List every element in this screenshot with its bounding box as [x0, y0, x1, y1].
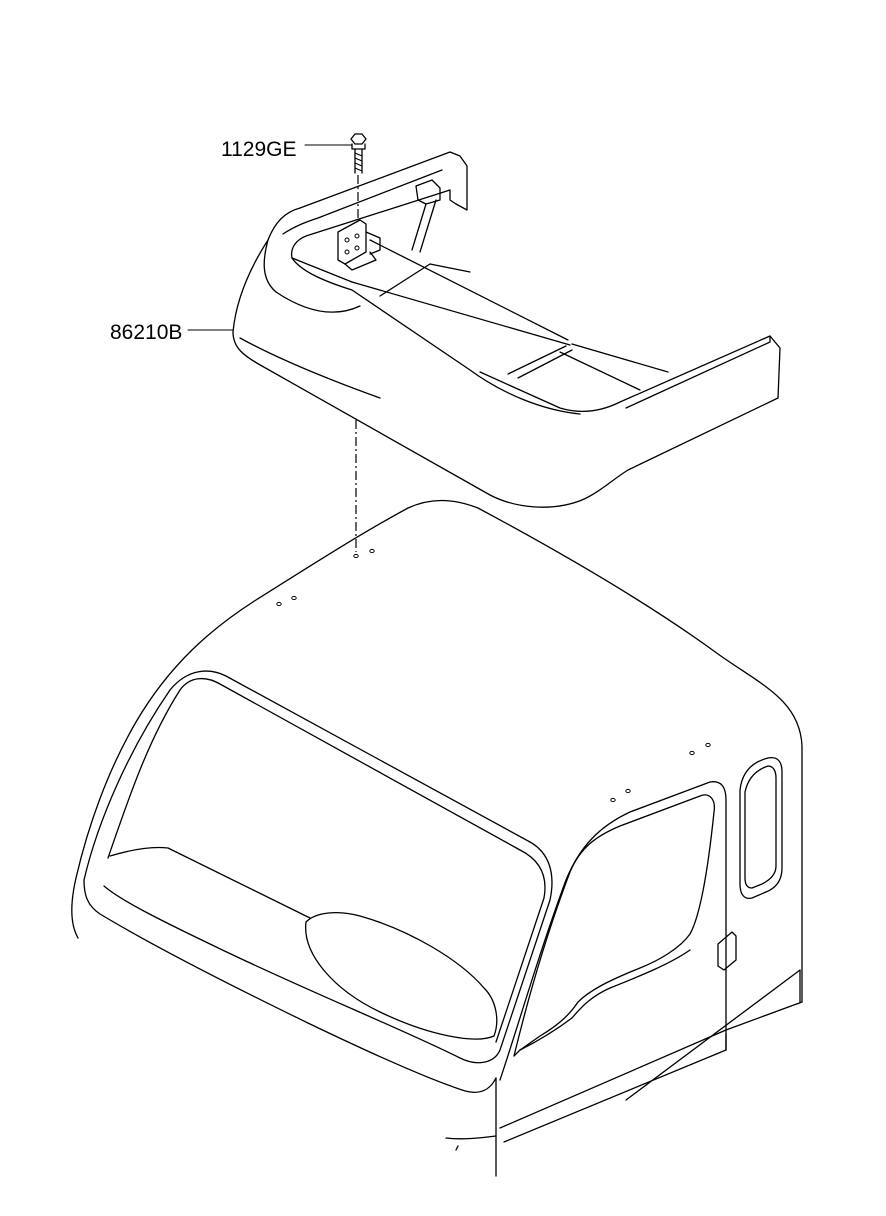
vehicle-cab-roof: [71, 499, 803, 1177]
part-label-86210b: 86210B: [110, 321, 183, 344]
bolt-1129ge: [350, 133, 367, 174]
mounting-holes: [276, 548, 711, 803]
roof-spoiler-86210b: [232, 151, 781, 508]
part-label-1129ge: 1129GE: [221, 138, 297, 161]
